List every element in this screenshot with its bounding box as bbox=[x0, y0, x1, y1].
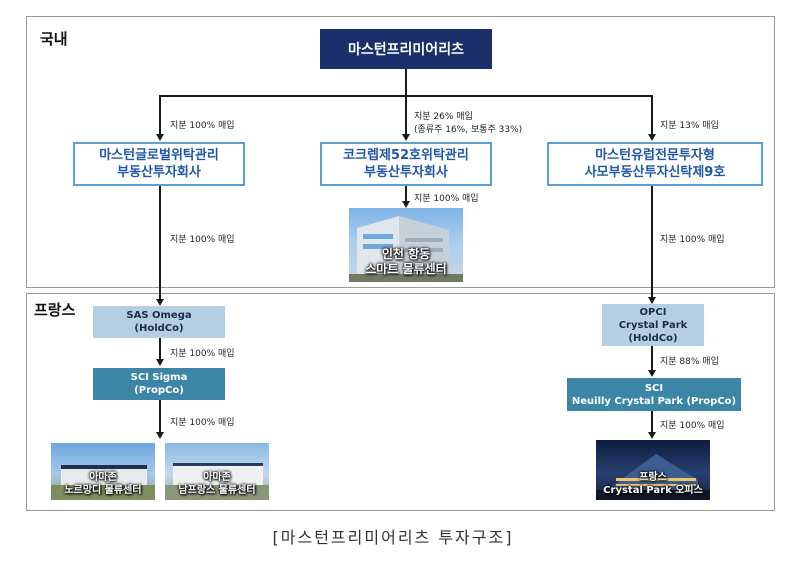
arrow-down-icon bbox=[156, 359, 164, 366]
stake-label: 지분 100% 매입 bbox=[414, 194, 479, 204]
connector bbox=[651, 95, 653, 135]
stake-label: 지분 100% 매입 bbox=[170, 418, 235, 428]
stake-label: 지분 26% 매입 bbox=[414, 112, 473, 122]
subsidiary-box-korep52: 코크렙제52호위탁관리 부동산투자회사 bbox=[320, 142, 492, 186]
stake-detail-label: (종류주 16%, 보통주 33%) bbox=[414, 125, 523, 135]
stake-label: 지분 100% 매입 bbox=[170, 235, 235, 245]
building-icon bbox=[349, 216, 463, 282]
diagram-caption: [마스턴프리미어리츠 투자구조] bbox=[272, 528, 514, 547]
connector bbox=[159, 186, 161, 300]
domestic-label: 국내 bbox=[40, 30, 68, 48]
opci-crystal-park-box: OPCI Crystal Park (HoldCo) bbox=[602, 304, 704, 346]
stake-label: 지분 100% 매입 bbox=[660, 421, 725, 431]
sci-sigma-box: SCI Sigma (PropCo) bbox=[93, 368, 225, 400]
connector bbox=[405, 186, 407, 202]
south-france-logistics-photo: 아마존 남프랑스 물류센터 bbox=[165, 443, 269, 500]
connector bbox=[405, 96, 407, 135]
connector bbox=[651, 186, 653, 298]
connector bbox=[159, 95, 161, 135]
subsidiary-box-europe9: 마스턴유럽전문투자형 사모부동산투자신탁제9호 bbox=[547, 142, 763, 186]
incheon-logistics-photo: 인천 항동 스마트 물류센터 bbox=[349, 208, 463, 282]
connector bbox=[651, 411, 653, 433]
normandy-logistics-photo: 아마존 노르망디 물류센터 bbox=[51, 443, 155, 500]
warehouse-icon bbox=[165, 463, 269, 500]
stake-label: 지분 100% 매입 bbox=[170, 349, 235, 359]
arrow-down-icon bbox=[156, 432, 164, 439]
stake-label: 지분 13% 매입 bbox=[660, 121, 719, 131]
arrow-down-icon bbox=[648, 297, 656, 304]
photo-label: 아마존 남프랑스 물류센터 bbox=[178, 472, 256, 496]
arrow-down-icon bbox=[648, 134, 656, 141]
warehouse-icon bbox=[51, 465, 155, 500]
arrow-down-icon bbox=[648, 370, 656, 377]
france-label: 프랑스 bbox=[34, 301, 76, 319]
connector bbox=[405, 69, 407, 96]
connector bbox=[651, 346, 653, 371]
photo-label: 아마존 노르망디 물류센터 bbox=[64, 472, 142, 496]
photo-label: 인천 항동 스마트 물류센터 bbox=[365, 247, 447, 276]
top-reit-box: 마스턴프리미어리츠 bbox=[320, 29, 492, 69]
crystal-park-office-photo: 프랑스 Crystal Park 오피스 bbox=[596, 440, 710, 500]
office-building-icon bbox=[596, 454, 710, 500]
arrow-down-icon bbox=[156, 299, 164, 306]
sas-omega-box: SAS Omega (HoldCo) bbox=[93, 306, 225, 338]
arrow-down-icon bbox=[156, 134, 164, 141]
arrow-down-icon bbox=[402, 201, 410, 208]
stake-label: 지분 88% 매입 bbox=[660, 357, 719, 367]
arrow-down-icon bbox=[402, 134, 410, 141]
arrow-down-icon bbox=[648, 432, 656, 439]
connector bbox=[159, 338, 161, 360]
stake-label: 지분 100% 매입 bbox=[660, 235, 725, 245]
sci-neuilly-crystal-park-box: SCI Neuilly Crystal Park (PropCo) bbox=[567, 378, 741, 411]
subsidiary-box-global: 마스턴글로벌위탁관리 부동산투자회사 bbox=[73, 142, 245, 186]
stake-label: 지분 100% 매입 bbox=[170, 121, 235, 131]
photo-label: 프랑스 Crystal Park 오피스 bbox=[603, 472, 703, 496]
connector bbox=[159, 400, 161, 433]
